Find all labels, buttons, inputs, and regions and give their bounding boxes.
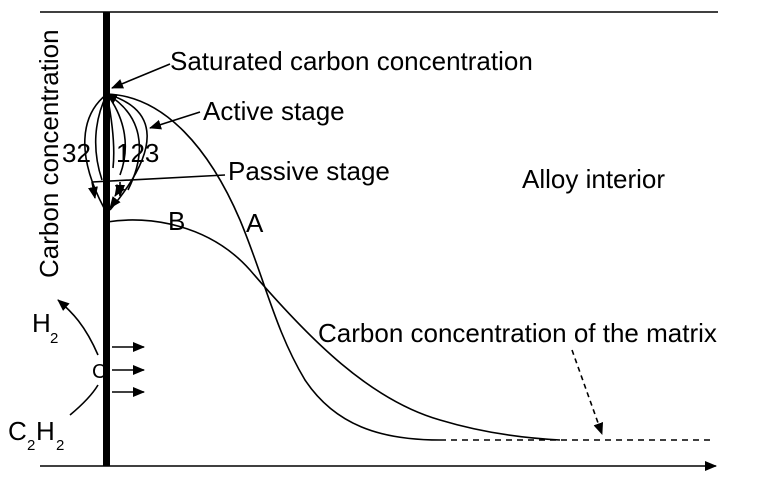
matrix-leader-arrow — [571, 349, 604, 435]
y-axis-label: Carbon concentration — [34, 29, 64, 278]
passive-stage-label: Passive stage — [228, 156, 390, 186]
surface-wall — [103, 12, 110, 466]
carbon-atom-label: C — [92, 361, 106, 383]
curve-a — [106, 93, 441, 441]
c2h2-c-subscript: 2 — [27, 437, 35, 454]
passive-leader-tick-left — [88, 181, 98, 199]
stage-numbers-right: 123 — [116, 138, 159, 168]
h2-release-arrow — [57, 299, 99, 356]
active-stage-label: Active stage — [203, 96, 345, 126]
arc-arrow-bottom-2 — [114, 184, 126, 197]
active-arc-4 — [106, 93, 148, 211]
curve-b-label: B — [168, 206, 185, 236]
arc-arrow-top — [105, 93, 119, 104]
c2h2-c-label: C — [8, 416, 27, 446]
h2-label: H — [32, 308, 51, 338]
alloy-interior-label: Alloy interior — [522, 164, 665, 194]
passive-leader-line — [91, 174, 226, 183]
saturated-leader-arrow — [111, 63, 171, 89]
stage-numbers-left: 32 — [62, 138, 91, 168]
active-leader-arrow — [149, 111, 201, 130]
c2h2-h-label: H — [36, 416, 55, 446]
active-arc-left-1 — [94, 93, 108, 181]
matrix-label: Carbon concentration of the matrix — [318, 318, 717, 348]
curve-a-label: A — [246, 208, 264, 238]
saturated-label: Saturated carbon concentration — [170, 46, 533, 76]
arc-arrow-bottom — [109, 196, 121, 209]
curve-b — [106, 219, 561, 441]
h2-subscript: 2 — [50, 330, 58, 347]
c2h2-h-subscript: 2 — [56, 437, 64, 454]
c2h2-supply-arc — [69, 384, 99, 416]
